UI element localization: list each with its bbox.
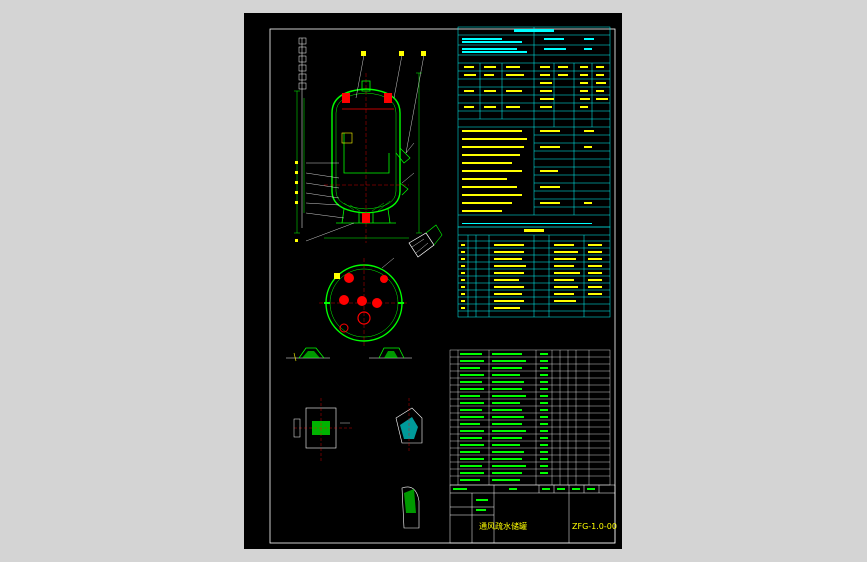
nozzle-table — [457, 226, 611, 318]
drawing-code: ZFG-1.0-00 — [572, 522, 617, 531]
drawing-sheet: 通风疏水储罐 ZFG-1.0-00 — [244, 13, 622, 549]
technical-table-text — [462, 29, 594, 224]
detail-d — [395, 398, 423, 453]
detail-c — [293, 398, 354, 463]
technical-characteristics-table — [457, 26, 611, 228]
title-block-marks — [453, 488, 595, 511]
drawing-frame — [269, 28, 616, 544]
detail-nozzle-section — [408, 224, 443, 258]
vessel-plan-view — [319, 257, 409, 348]
technical-table-values — [462, 66, 608, 212]
drawing-name: 通风疏水储罐 — [479, 522, 527, 531]
cad-drawing — [269, 26, 616, 544]
parts-list-text — [460, 353, 548, 481]
detail-e — [401, 486, 420, 529]
vessel-elevation — [294, 37, 426, 243]
nozzle-table-values — [461, 229, 602, 309]
detail-a — [286, 347, 330, 362]
title-block — [449, 484, 616, 544]
detail-b — [369, 347, 412, 359]
parts-list — [449, 349, 611, 486]
